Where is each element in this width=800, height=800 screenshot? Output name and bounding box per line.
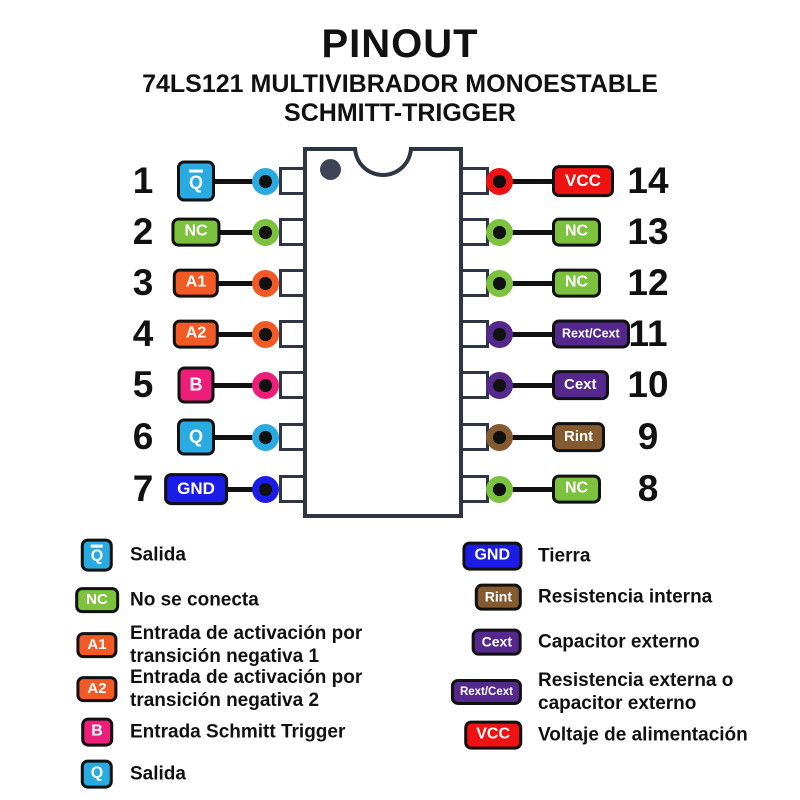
pin-7-label-badge: GND [164,473,228,505]
pin-14-label-badge: VCC [552,165,614,197]
pin-2-label-badge: NC [171,217,221,247]
pin-10-label-badge: Cext [552,370,609,400]
pin-14-dot [485,167,513,195]
pin-11-dot [485,320,513,348]
pin-1-lead [279,167,305,195]
pin-1-dot [251,167,279,195]
pin-13-wire [498,229,558,235]
legend-right-0-badge: GND [462,541,522,571]
legend-right-2-text: Capacitor externo [538,631,700,653]
pin-12-wire [498,280,558,286]
legend-right-4-text: Voltaje de alimentación [538,724,748,746]
pin-6-number: 6 [132,416,154,457]
pin-4-number: 4 [132,313,154,354]
legend-left-1-text: No se conecta [130,589,259,611]
pin-3-dot [251,269,279,297]
pin-7-lead [279,475,305,503]
pin-5-number: 5 [132,364,154,405]
legend-left-0-badge: Q [80,538,114,572]
legend-left-4-badge: B [81,717,113,747]
legend-left-3-badge: A2 [76,676,118,702]
legend-left-4-text: Entrada Schmitt Trigger [130,721,346,743]
overline-letter: Q [90,544,104,565]
overline-letter: Q [188,169,204,192]
pin-3-wire [200,280,266,286]
pin-14-wire [498,178,558,184]
pin-13-lead [463,218,489,246]
pin-9-number: 9 [637,416,659,457]
pin-2-lead [279,218,305,246]
pin-9-wire [498,434,558,440]
pin-4-lead [279,320,305,348]
pin-3-lead [279,269,305,297]
pin-6-dot [251,423,279,451]
pin-11-wire [498,331,558,337]
pin-14-number: 14 [627,160,669,201]
pin-5-label-badge: B [177,366,215,404]
pin-8-wire [498,486,558,492]
pin-10-number: 10 [627,364,669,405]
ic-package-body [303,147,463,518]
pin-13-label-badge: NC [552,217,602,247]
pin-1-wire [200,178,266,184]
pin-6-lead [279,423,305,451]
pin-4-dot [251,320,279,348]
legend-left-5-text: Salida [130,763,186,785]
legend-right-1-text: Resistencia interna [538,586,713,608]
pin-7-number: 7 [132,468,154,509]
pin-9-dot [485,423,513,451]
pin-1-label-badge: Q [176,160,216,202]
pin-5-dot [251,371,279,399]
pin-4-wire [200,331,266,337]
pin-7-wire [200,486,266,492]
pin-10-dot [485,371,513,399]
pin-5-lead [279,371,305,399]
legend-right-0-text: Tierra [538,545,591,567]
pin-8-label-badge: NC [552,474,602,504]
pin-2-number: 2 [132,211,154,252]
pin-13-dot [485,218,513,246]
legend-left-0-text: Salida [130,544,186,566]
pin-10-wire [498,382,558,388]
pin-12-lead [463,269,489,297]
pin-3-label-badge: A1 [172,268,220,298]
pin-2-wire [200,229,266,235]
pin-11-number: 11 [628,313,668,354]
pin1-indicator-dot [320,159,341,180]
pin-3-number: 3 [132,262,154,303]
page-subtitle-line1: 74LS121 MULTIVIBRADOR MONOESTABLE [142,70,658,98]
pin-1-number: 1 [132,160,154,201]
legend-right-3-text: Resistencia externa o capacitor externo [538,670,734,714]
pin-9-label-badge: Rint [552,422,606,452]
pin-2-dot [251,218,279,246]
legend-right-4-badge: VCC [464,720,522,750]
ic-notch [353,147,413,177]
legend-left-5-badge: Q [80,759,114,789]
page-subtitle-line2: SCHMITT-TRIGGER [284,99,516,127]
pin-6-label-badge: Q [176,418,216,456]
legend-right-1-badge: Rint [474,583,522,611]
pin-11-label-badge: Rext/Cext [552,319,630,349]
legend-left-1-badge: NC [75,587,119,613]
pin-12-dot [485,269,513,297]
pin-6-wire [200,434,266,440]
legend-right-3-badge: Rext/Cext [450,678,522,706]
pin-12-label-badge: NC [552,268,602,298]
pin-7-dot [251,475,279,503]
legend-right-2-badge: Cext [471,628,522,656]
pin-5-wire [200,382,266,388]
legend-left-2-text: Entrada de activación por transición neg… [130,623,363,667]
pin-13-number: 13 [627,211,669,252]
pin-8-dot [485,475,513,503]
pin-12-number: 12 [627,262,669,303]
legend-left-3-text: Entrada de activación por transición neg… [130,667,363,711]
legend-left-2-badge: A1 [76,632,118,658]
page-title: PINOUT [321,22,479,66]
pin-4-label-badge: A2 [172,319,220,349]
pin-8-number: 8 [637,468,659,509]
